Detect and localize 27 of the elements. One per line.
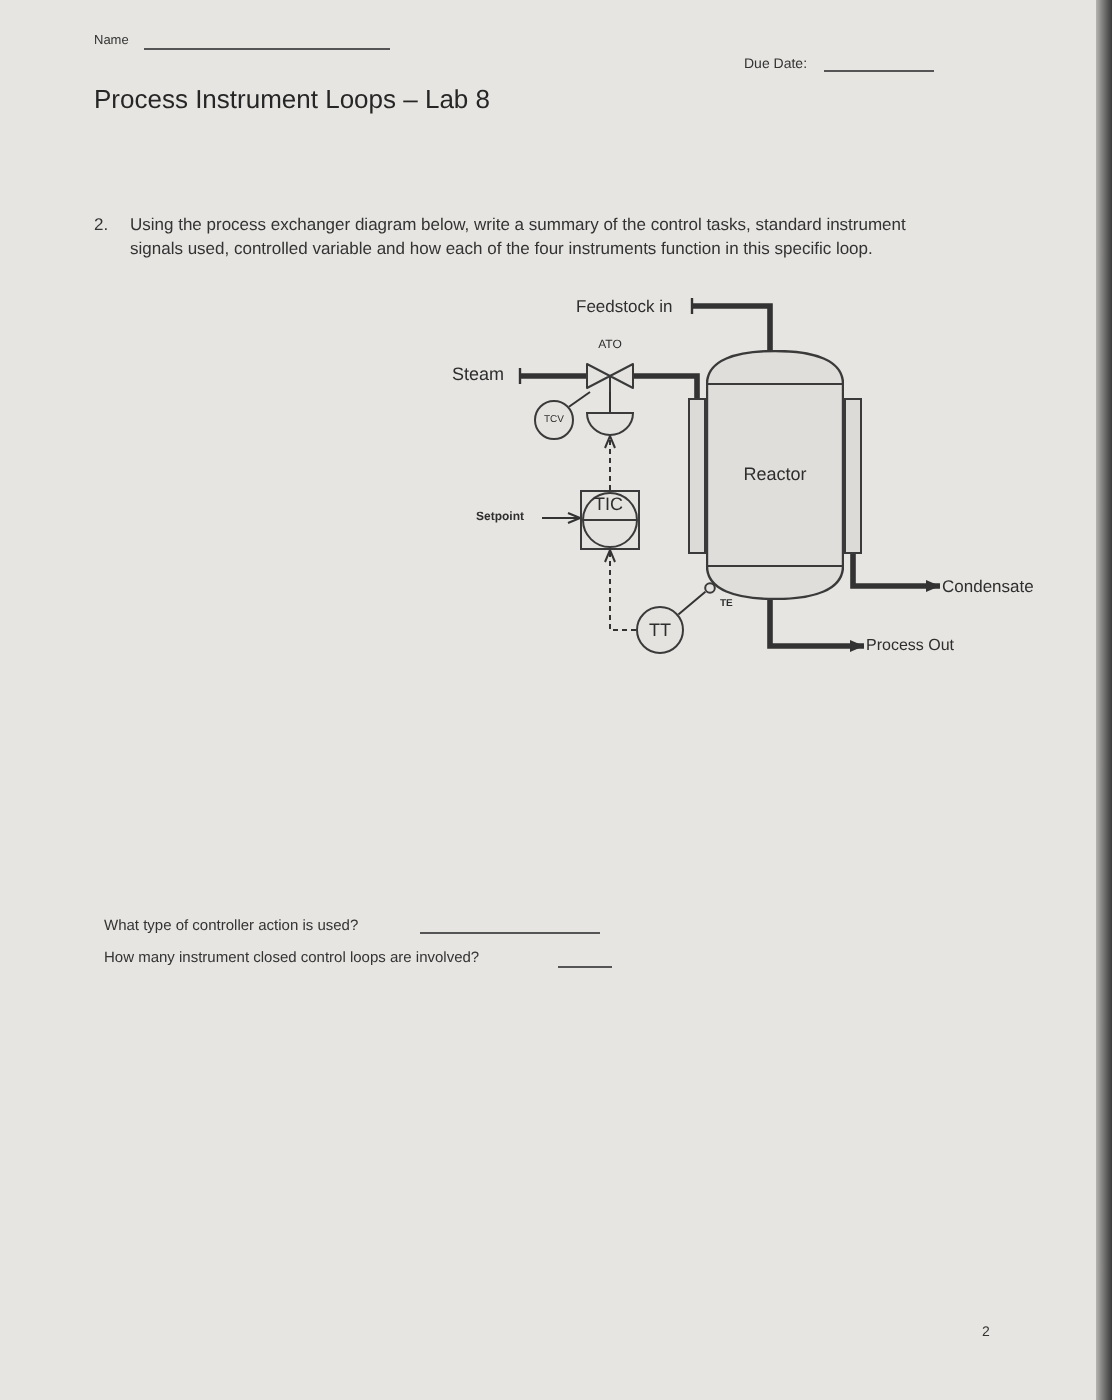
instrument-tag: TT xyxy=(649,621,671,639)
connector-line xyxy=(609,391,611,413)
vessel-label: Reactor xyxy=(743,466,807,484)
stream-label: Feedstock in xyxy=(576,294,690,318)
process-pipe xyxy=(634,373,700,398)
instrument-bubble xyxy=(636,606,684,654)
page-title: Process Instrument Loops – Lab 8 xyxy=(94,84,491,116)
question-text: Using the process exchanger diagram below, write a summary of the control tasks, standard instrument signals used, controlled variable and how each of the four instruments function in this specific loop. xyxy=(130,212,908,260)
stream-label: Process Out xyxy=(866,634,974,658)
process-pipe xyxy=(850,554,940,592)
signal-line xyxy=(604,549,637,631)
process-pipe xyxy=(518,366,586,386)
connector-line xyxy=(677,590,707,616)
stream-label: Steam xyxy=(452,362,516,388)
arrow xyxy=(541,512,581,524)
question-number: 2. xyxy=(94,212,109,236)
heating-jacket xyxy=(688,398,706,554)
process-pipe xyxy=(690,296,773,350)
heating-jacket xyxy=(844,398,862,554)
stream-label: Condensate xyxy=(942,574,1058,598)
signal-line xyxy=(604,435,616,491)
valve-actuator xyxy=(586,412,634,436)
connector-line xyxy=(568,391,591,408)
process-pipe xyxy=(767,600,864,652)
instrument-tag: TIC xyxy=(594,496,623,514)
controller-symbol xyxy=(580,490,640,550)
instrument-bubble xyxy=(534,400,574,440)
